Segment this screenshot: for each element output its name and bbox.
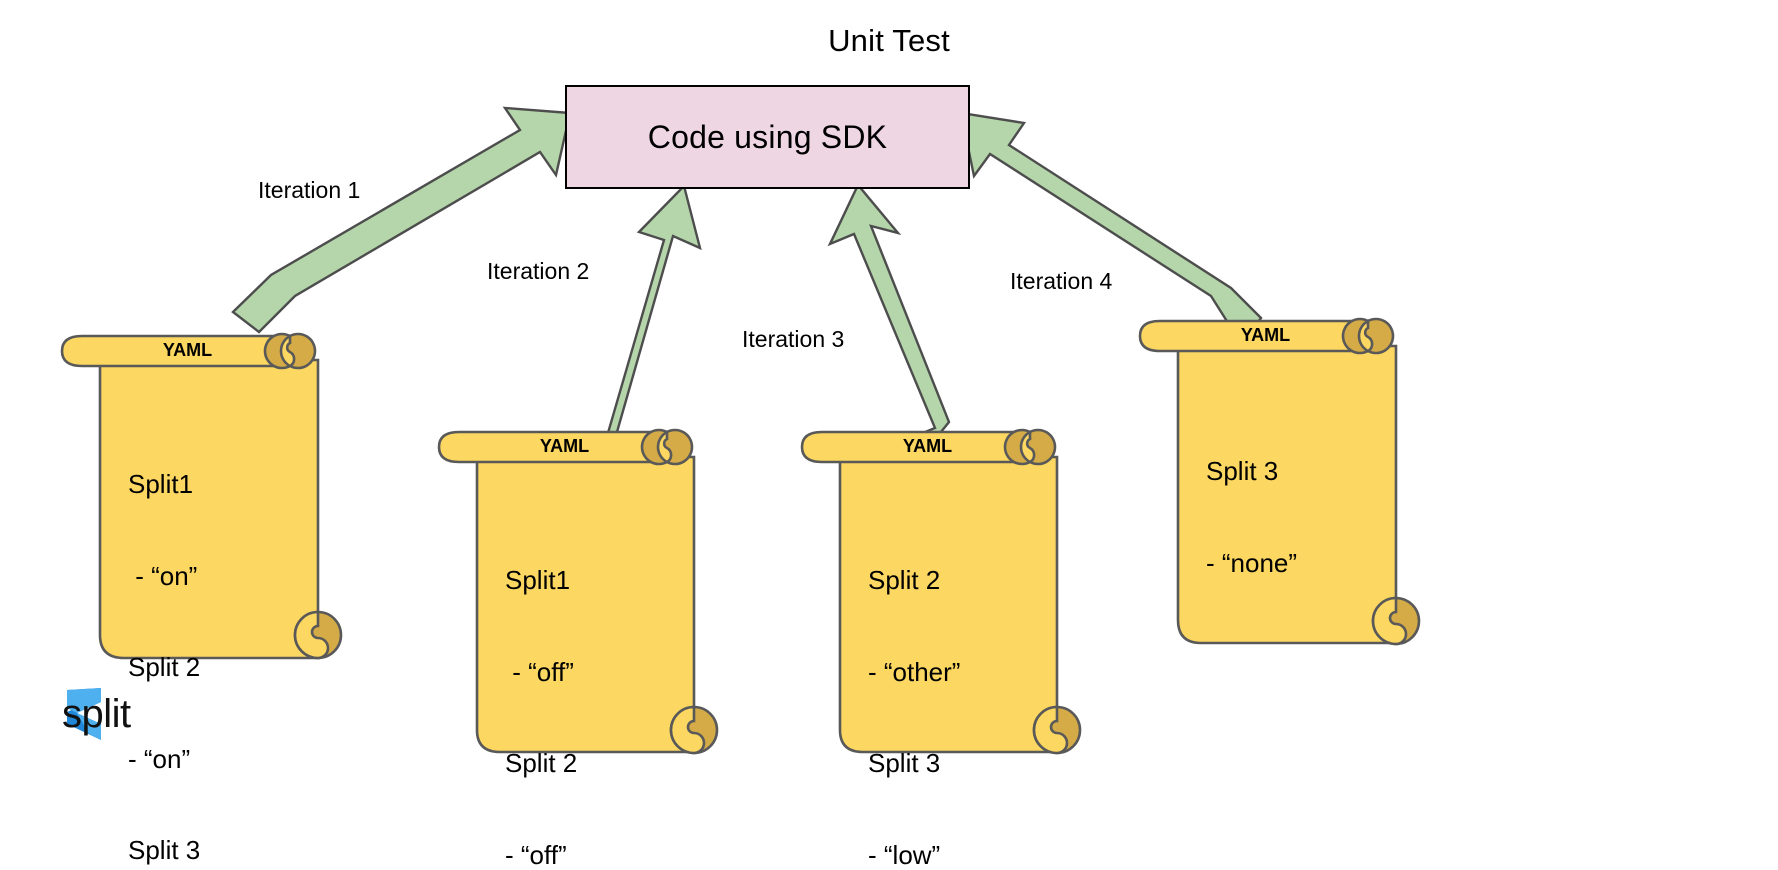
yaml-line: Split 3 <box>128 835 201 865</box>
yaml-scroll-3-title: YAML <box>902 436 953 456</box>
yaml-line: - “on” <box>128 743 191 774</box>
yaml-scroll-1 <box>60 332 343 660</box>
yaml-line: Split 2 <box>505 748 578 778</box>
yaml-line: Split 3 <box>1206 456 1279 486</box>
yaml-scroll-2-content: Split1 - “off” Split 2 - “off” Split 3 -… <box>505 504 631 870</box>
edge-label-iteration-3: Iteration 3 <box>742 326 845 352</box>
split-logo-wordmark: split <box>62 692 131 736</box>
yaml-scroll-1-title: YAML <box>162 340 213 360</box>
code-using-sdk-node: Code using SDK <box>565 85 970 189</box>
edge-label-iteration-1: Iteration 1 <box>258 177 361 203</box>
yaml-line: - “other” <box>868 656 961 687</box>
yaml-scroll-2-title: YAML <box>539 436 590 456</box>
yaml-line: - “on” <box>128 560 198 591</box>
edge-label-iteration-2: Iteration 2 <box>487 258 590 284</box>
yaml-scroll-4-title: YAML <box>1240 325 1291 345</box>
yaml-scroll-1-content: Split1 - “on” Split 2 - “on” Split 3 - “… <box>128 408 210 870</box>
yaml-line: - “off” <box>505 656 574 687</box>
yaml-line: Split1 <box>128 469 194 499</box>
yaml-line: Split 3 <box>868 748 941 778</box>
yaml-line: Split1 <box>505 565 571 595</box>
arrow-iteration-3 <box>827 182 951 450</box>
yaml-line: Split 2 <box>128 652 201 682</box>
arrow-iteration-4 <box>959 111 1263 348</box>
yaml-line: - “low” <box>868 839 941 870</box>
split-logo-icon <box>67 688 101 740</box>
yaml-scroll-4-content: Split 3 - “none” <box>1206 395 1297 639</box>
yaml-line: - “none” <box>1206 547 1298 578</box>
yaml-scroll-3 <box>800 428 1082 755</box>
edge-label-iteration-4: Iteration 4 <box>1010 268 1113 294</box>
yaml-line: - “off” <box>505 839 567 870</box>
yaml-line: Split 2 <box>868 565 941 595</box>
yaml-scroll-4 <box>1138 317 1421 646</box>
arrow-iteration-1 <box>231 106 572 334</box>
arrow-iteration-2 <box>569 183 702 452</box>
yaml-scroll-3-content: Split 2 - “other” Split 3 - “low” <box>868 504 960 870</box>
code-using-sdk-label: Code using SDK <box>647 118 888 155</box>
yaml-scroll-2 <box>437 428 719 755</box>
diagram-title: Unit Test <box>828 23 950 58</box>
